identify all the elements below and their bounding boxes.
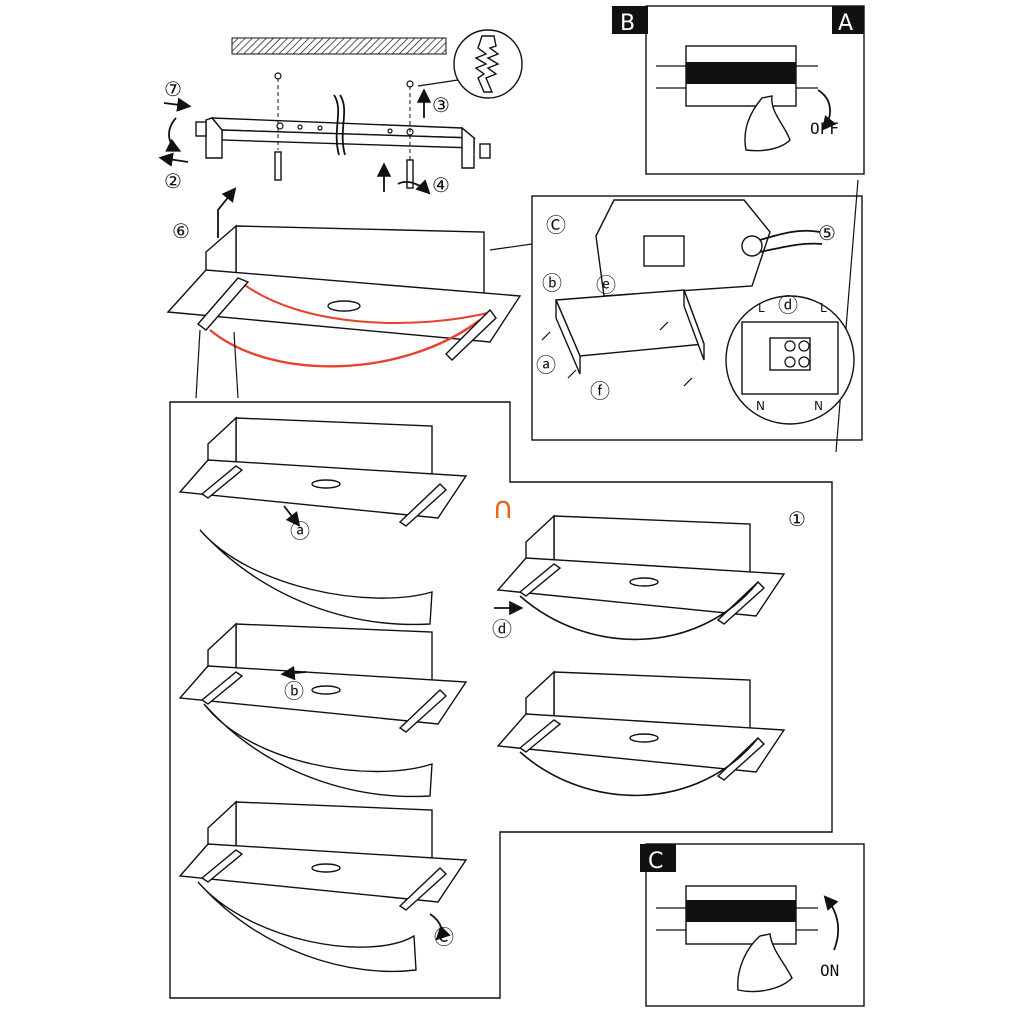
- screw-left: [274, 72, 282, 181]
- glass-shade-main: [209, 319, 481, 368]
- ceiling-hatch: [231, 37, 447, 55]
- lamp-step-d: ⓓ: [492, 514, 786, 641]
- wire-n-right: N: [814, 399, 823, 413]
- lamp-step-c: Ⓒ: [178, 800, 468, 973]
- substep-f-wiring: ⓕ: [590, 379, 610, 403]
- tag-c: C: [648, 849, 663, 874]
- step-7-label: ⑦: [164, 77, 182, 101]
- lamp-step-b: ⓑ: [178, 622, 468, 798]
- substep-d-lamp: ⓓ: [492, 617, 512, 641]
- tag-a: A: [838, 11, 853, 36]
- substep-a-lamp: ⓐ: [290, 519, 310, 543]
- on-label: ON: [820, 961, 839, 980]
- step-2-label: ②: [164, 169, 182, 193]
- hand-on: [737, 933, 793, 993]
- ceiling-cable: [339, 94, 346, 156]
- substep-c-wiring: Ⓒ: [546, 213, 566, 237]
- breaker-row-off: [656, 45, 818, 107]
- step-1-label: ①: [788, 507, 806, 531]
- panel-switch-on: C ON: [640, 843, 865, 1007]
- orange-u-symbol: ∩: [492, 491, 514, 526]
- step-4-label: ④: [432, 173, 450, 197]
- substep-d-wiring: ⓓ: [778, 293, 798, 317]
- substep-e-wiring: ⓔ: [596, 273, 616, 297]
- step-6-label: ⑥: [172, 219, 190, 243]
- substep-b-lamp: ⓑ: [284, 679, 304, 703]
- lamp-final: [496, 670, 786, 797]
- substep-b-wiring: ⓑ: [542, 271, 562, 295]
- step-5-label: ⑤: [818, 221, 836, 245]
- lamp-main: [166, 224, 522, 399]
- substep-c-lamp: Ⓒ: [434, 925, 454, 949]
- step-3-label: ③: [432, 93, 450, 117]
- wire-n-left: N: [756, 399, 765, 413]
- lamp-step-a: ⓐ: [178, 416, 468, 626]
- steps-frame: [169, 401, 833, 999]
- hand-off: [744, 95, 791, 152]
- off-label: OFF: [810, 119, 839, 138]
- wire-l-right: L: [820, 301, 827, 315]
- ceiling-mount-group: ⑦ ② ③ ④ ⑥: [158, 29, 523, 243]
- panel-wiring: L L N N Ⓒ ⑤ ⓑ ⓔ ⓓ ⓐ ⓕ: [489, 179, 863, 453]
- wire-l-left: L: [758, 301, 765, 315]
- tag-b: B: [620, 11, 635, 36]
- wall-plug-callout: [417, 29, 523, 99]
- substep-a-wiring: ⓐ: [536, 353, 556, 377]
- panel-switch-off: B A OFF: [612, 5, 865, 175]
- breaker-row-on: [656, 885, 818, 945]
- screw-right: [406, 80, 414, 189]
